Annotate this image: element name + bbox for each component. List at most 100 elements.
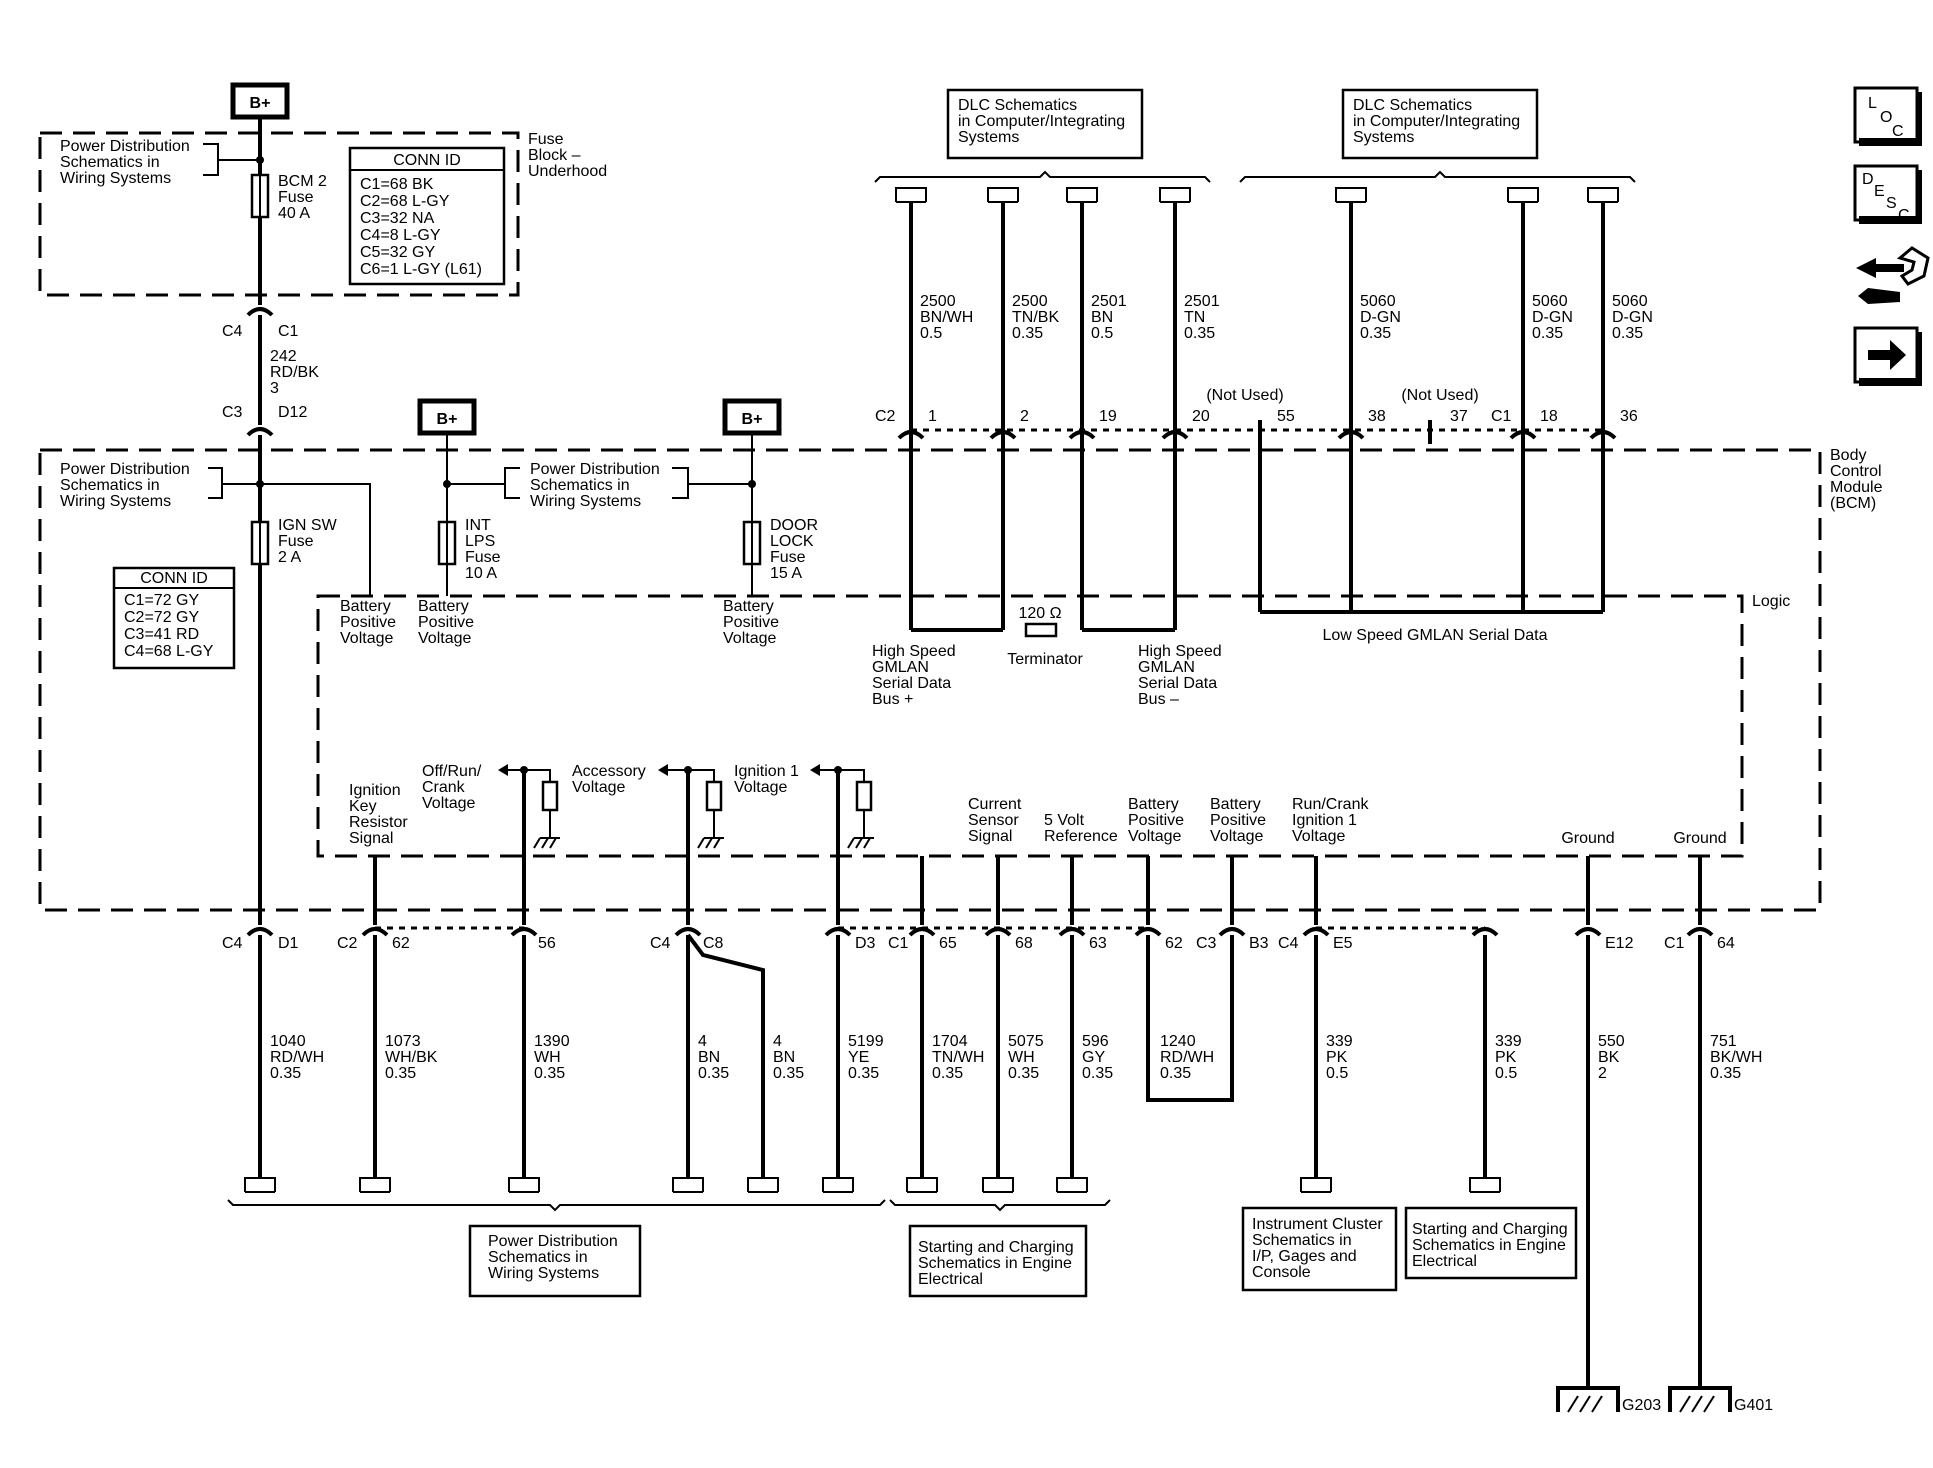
svg-text:55: 55 — [1277, 408, 1295, 425]
svg-text:C2: C2 — [337, 935, 358, 952]
svg-text:O: O — [1880, 109, 1892, 126]
dlc-sockets — [895, 187, 1619, 203]
svg-text:C: C — [1892, 123, 1904, 140]
svg-text:C1: C1 — [1664, 935, 1685, 952]
svg-text:C4: C4 — [222, 323, 243, 340]
svg-text:D3: D3 — [855, 935, 876, 952]
ground-label-2: Ground — [1673, 830, 1726, 847]
svg-text:19: 19 — [1099, 408, 1117, 425]
svg-text:C4: C4 — [1278, 935, 1299, 952]
bottom-wires — [258, 933, 1702, 1388]
svg-text:68: 68 — [1015, 935, 1033, 952]
svg-text:G401: G401 — [1734, 1397, 1773, 1414]
svg-text:C1: C1 — [888, 935, 909, 952]
svg-text:Terminator: Terminator — [1007, 651, 1083, 668]
gmlan-wires — [909, 202, 1605, 632]
ground-g203: G203 — [1556, 1386, 1661, 1414]
svg-text:(Not Used): (Not Used) — [1401, 387, 1478, 404]
connector-repair-icon[interactable] — [1856, 246, 1930, 304]
dlc-brace-2 — [1239, 170, 1636, 183]
svg-text:D12: D12 — [278, 404, 307, 421]
svg-text:B+: B+ — [437, 411, 458, 428]
gmlan-connector-row: (Not Used) (Not Used) C2 1 2 19 20 55 38… — [875, 387, 1638, 444]
svg-text:E12: E12 — [1605, 935, 1634, 952]
bottom-sockets — [244, 1177, 1501, 1193]
starting-brace — [889, 1199, 1111, 1212]
svg-text:C3: C3 — [222, 404, 243, 421]
low-speed-gmlan-label: Low Speed GMLAN Serial Data — [1323, 627, 1548, 644]
desc-icon[interactable]: D E S C — [1853, 164, 1922, 224]
svg-text:B+: B+ — [742, 411, 763, 428]
svg-text:1: 1 — [928, 408, 937, 425]
svg-text:CONN ID: CONN ID — [140, 570, 208, 587]
svg-text:D: D — [1862, 171, 1874, 188]
pds-brace — [227, 1199, 886, 1212]
ground-label-1: Ground — [1561, 830, 1614, 847]
svg-text:S: S — [1886, 195, 1897, 212]
svg-text:C4: C4 — [222, 935, 243, 952]
loc-icon[interactable]: L O C — [1853, 86, 1922, 146]
svg-text:20: 20 — [1192, 408, 1210, 425]
svg-text:63: 63 — [1089, 935, 1107, 952]
fuse-block-underhood — [38, 131, 520, 297]
ground-g401: G401 — [1668, 1386, 1773, 1414]
terminator: 120 Ω Terminator — [1007, 605, 1083, 668]
next-arrow-icon[interactable] — [1853, 326, 1922, 386]
svg-text:37: 37 — [1450, 408, 1468, 425]
svg-text:C4: C4 — [650, 935, 671, 952]
bottom-connector-row: C4 D1 C2 62 56 C4 C8 D3 C1 65 68 63 62 C… — [222, 926, 1735, 952]
svg-text:D1: D1 — [278, 935, 299, 952]
